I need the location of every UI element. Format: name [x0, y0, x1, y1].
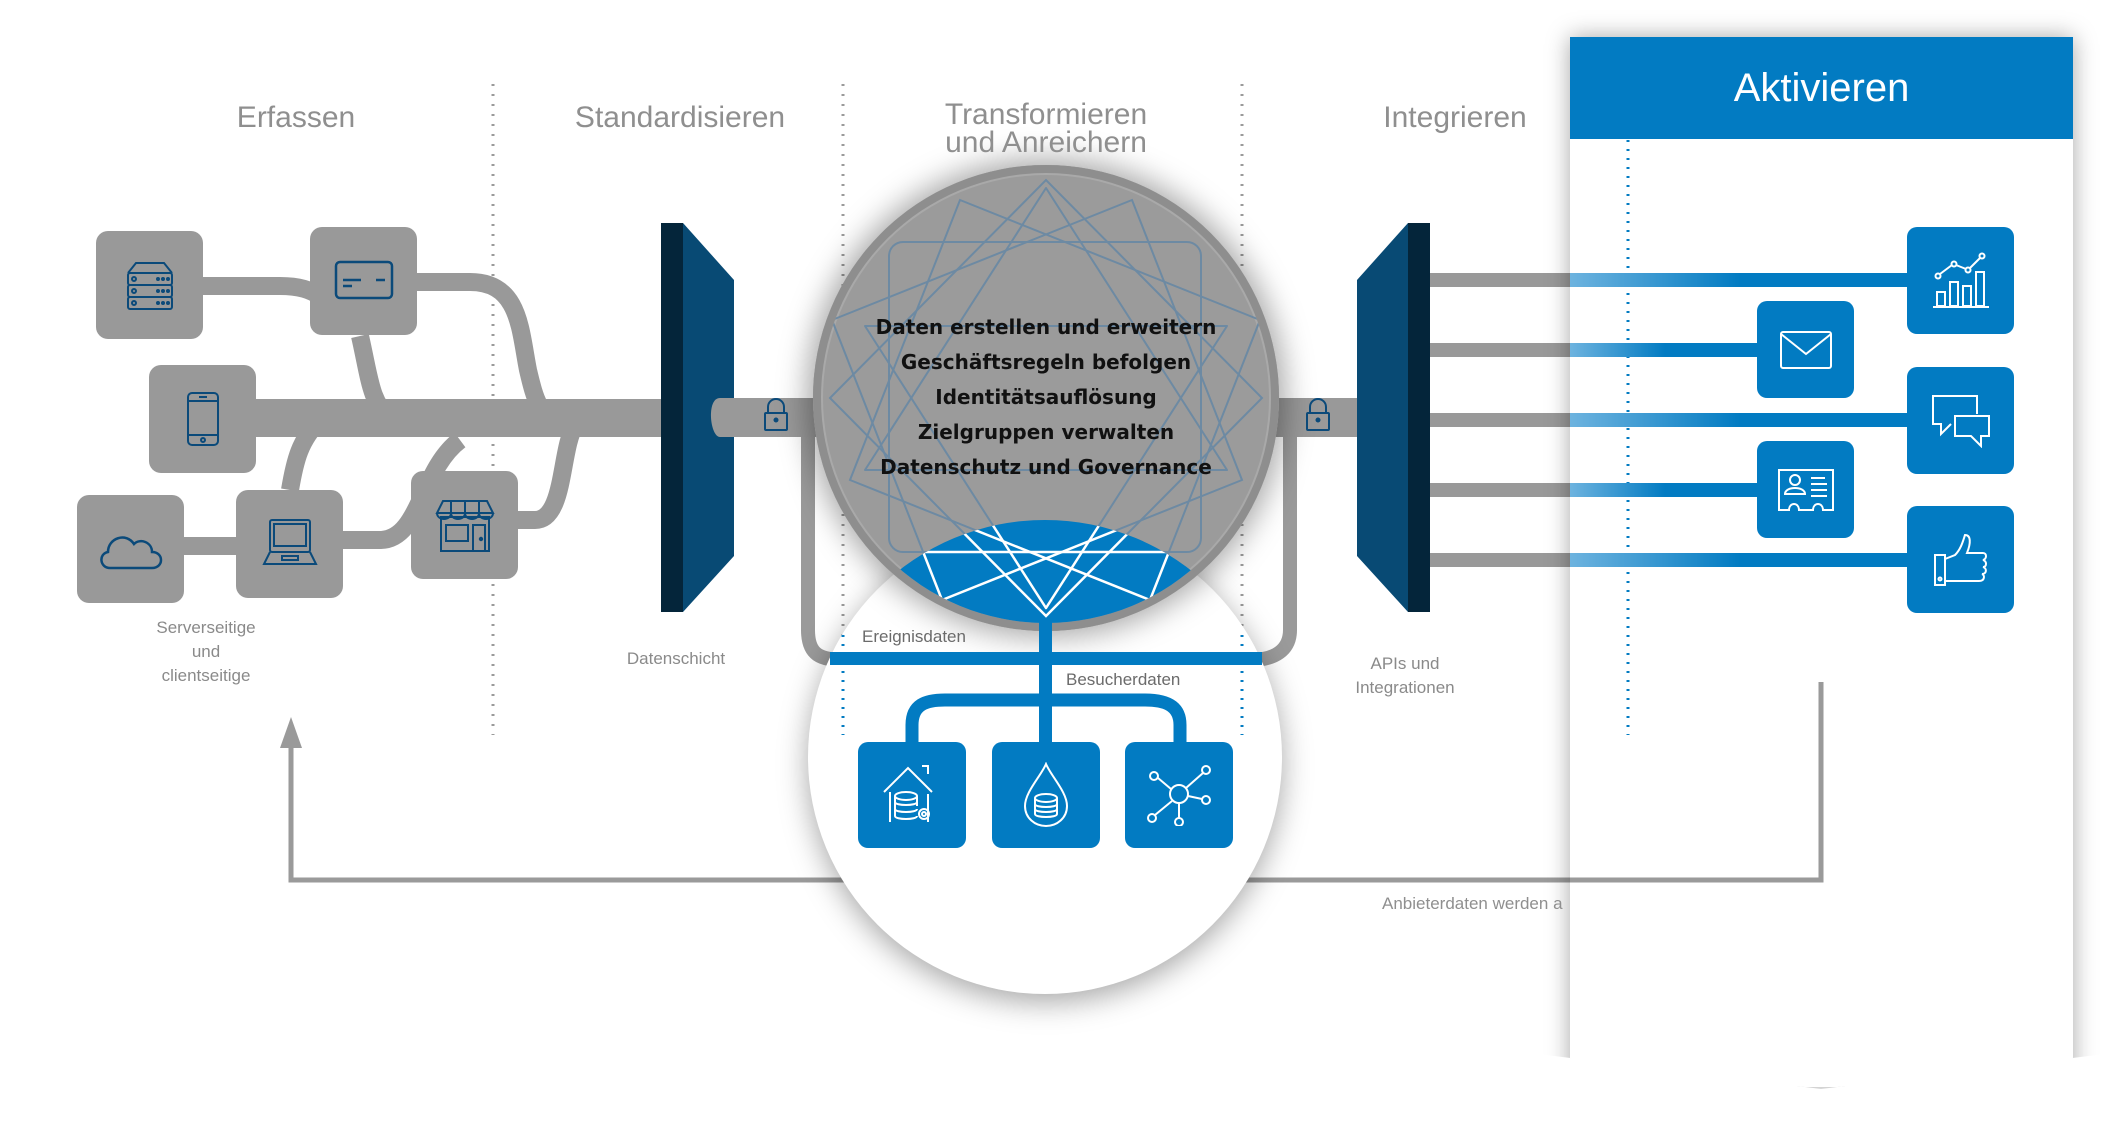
- source-mobile[interactable]: [149, 365, 256, 473]
- output-line-5: [1570, 553, 1910, 567]
- server-icon: [126, 262, 173, 310]
- source-server[interactable]: [96, 231, 203, 339]
- storefront-icon: [434, 500, 495, 552]
- stage-title-transformieren-line2: und Anreichern: [945, 126, 1147, 159]
- thumbs-up-icon: [1933, 533, 1987, 586]
- smartphone-icon: [186, 392, 219, 446]
- lock-icon-left: [764, 398, 788, 431]
- source-payment-card[interactable]: [310, 227, 417, 335]
- destination-messaging[interactable]: [1907, 367, 2014, 474]
- hub-network-icon: [1147, 765, 1211, 826]
- destination-identity[interactable]: [1757, 441, 1854, 538]
- source-store[interactable]: [411, 471, 518, 579]
- right-gate-edge: [1408, 223, 1430, 612]
- process-item: Identitätsauflösung: [935, 385, 1157, 409]
- output-lines-grey: [1430, 273, 1570, 567]
- droplet-database-icon: [1023, 762, 1069, 828]
- stage-title-transformieren-line1: Transformieren: [944, 98, 1148, 131]
- caption-data-layer: Datenschicht: [626, 649, 726, 668]
- activate-panel-header: Aktivieren: [1570, 37, 2073, 139]
- storage-branches: [905, 693, 1187, 742]
- process-item: Geschäftsregeln befolgen: [900, 350, 1192, 374]
- feedback-loop-panel-segment: [1570, 682, 1824, 883]
- label-visitor-data: Besucherdaten: [1066, 670, 1181, 689]
- destination-analytics[interactable]: [1907, 227, 2014, 334]
- storage-network[interactable]: [1125, 742, 1233, 848]
- output-line-2: [1570, 343, 1760, 357]
- caption-apis-line2: Integrationen: [1355, 678, 1455, 697]
- main-pipe: [256, 399, 666, 437]
- left-gate-face: [683, 223, 734, 612]
- destination-email[interactable]: [1757, 301, 1854, 398]
- output-line-1: [1570, 273, 1910, 287]
- storage-data-lake[interactable]: [992, 742, 1100, 848]
- lock-pipe-left: [710, 398, 830, 437]
- stage-title-standardisieren: Standardisieren: [574, 101, 786, 134]
- source-laptop[interactable]: [236, 490, 343, 598]
- destination-social[interactable]: [1907, 506, 2014, 613]
- right-gate-face: [1357, 223, 1408, 612]
- envelope-icon: [1779, 330, 1832, 369]
- output-line-3: [1570, 413, 1910, 427]
- feedback-arrow-head: [280, 717, 302, 748]
- cloud-icon: [99, 536, 162, 570]
- chat-bubbles-icon: [1931, 394, 1990, 448]
- caption-sources-line3: clientseitige: [161, 666, 251, 685]
- caption-sources-line1: Serverseitige: [156, 618, 256, 637]
- caption-sources-line2: und: [191, 642, 221, 661]
- caption-apis-line1: APIs und: [1370, 654, 1440, 673]
- left-gate-edge: [661, 223, 683, 612]
- stage-title-erfassen: Erfassen: [236, 101, 356, 134]
- process-item: Zielgruppen verwalten: [917, 420, 1175, 444]
- storage-data-warehouse[interactable]: [858, 742, 966, 848]
- output-line-4: [1570, 483, 1760, 497]
- visitor-data-stem: [1039, 620, 1052, 744]
- laptop-icon: [261, 519, 318, 565]
- source-cloud[interactable]: [77, 495, 184, 603]
- label-event-data: Ereignisdaten: [862, 627, 966, 646]
- process-item: Daten erstellen und erweitern: [875, 315, 1217, 339]
- stage-title-aktivieren: Aktivieren: [1733, 65, 1910, 110]
- lock-icon-right: [1306, 398, 1330, 431]
- stage-title-integrieren: Integrieren: [1383, 101, 1527, 134]
- credit-card-icon: [334, 260, 393, 300]
- star-pattern: [828, 178, 1264, 618]
- process-item: Datenschutz und Governance: [880, 455, 1212, 479]
- label-vendor-data: Anbieterdaten werden a: [1382, 894, 1563, 913]
- chart-analytics-icon: [1932, 252, 1989, 308]
- id-card-icon: [1777, 468, 1834, 511]
- house-database-gear-icon: [883, 765, 933, 822]
